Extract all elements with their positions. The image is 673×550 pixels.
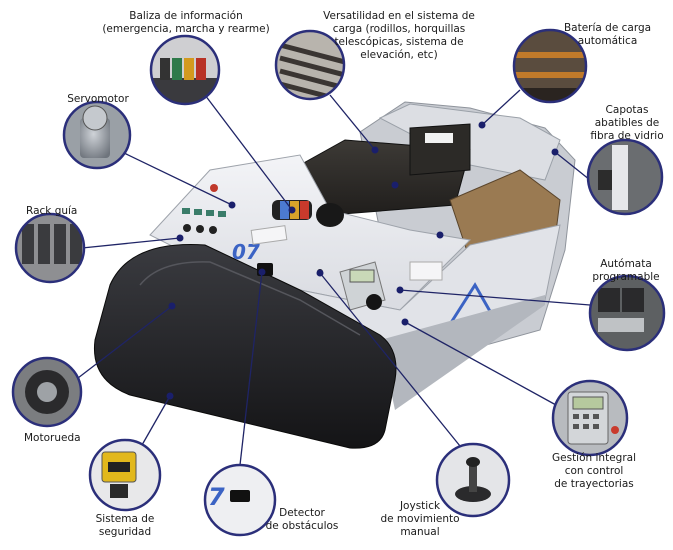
- callout-detector: 7: [203, 463, 277, 537]
- leader-dots: [166, 121, 559, 400]
- callout-gestion: [551, 379, 629, 457]
- callout-joystick: [435, 442, 511, 518]
- detector-digit: 7: [208, 483, 225, 511]
- leader-lines: [77, 89, 591, 466]
- control-panel: [339, 261, 403, 311]
- label-baliza: Baliza de información(emergencia, marcha…: [102, 10, 270, 35]
- front-badge: [250, 225, 288, 245]
- callout-versatilidad: [274, 29, 346, 101]
- callout-capotas: [586, 138, 664, 216]
- label-rack: Rack guía: [26, 205, 78, 217]
- box-label: [425, 133, 453, 143]
- lower-skirt: [380, 295, 545, 410]
- bumper-highlight: [139, 261, 361, 336]
- callout-bateria: [512, 28, 588, 104]
- side-badge: [409, 261, 443, 281]
- cargo-box-2: [409, 123, 471, 176]
- callout-rack: [14, 212, 86, 284]
- callout-servomotor: [62, 100, 132, 170]
- callout-seguridad: [88, 438, 162, 512]
- label-motorueda: Motorueda: [24, 432, 81, 444]
- callout-automata: [588, 274, 666, 352]
- callout-baliza: [149, 34, 221, 106]
- callout-motorueda: [11, 356, 83, 428]
- label-servomotor: Servomotor: [67, 93, 129, 105]
- button-panel: [182, 184, 226, 234]
